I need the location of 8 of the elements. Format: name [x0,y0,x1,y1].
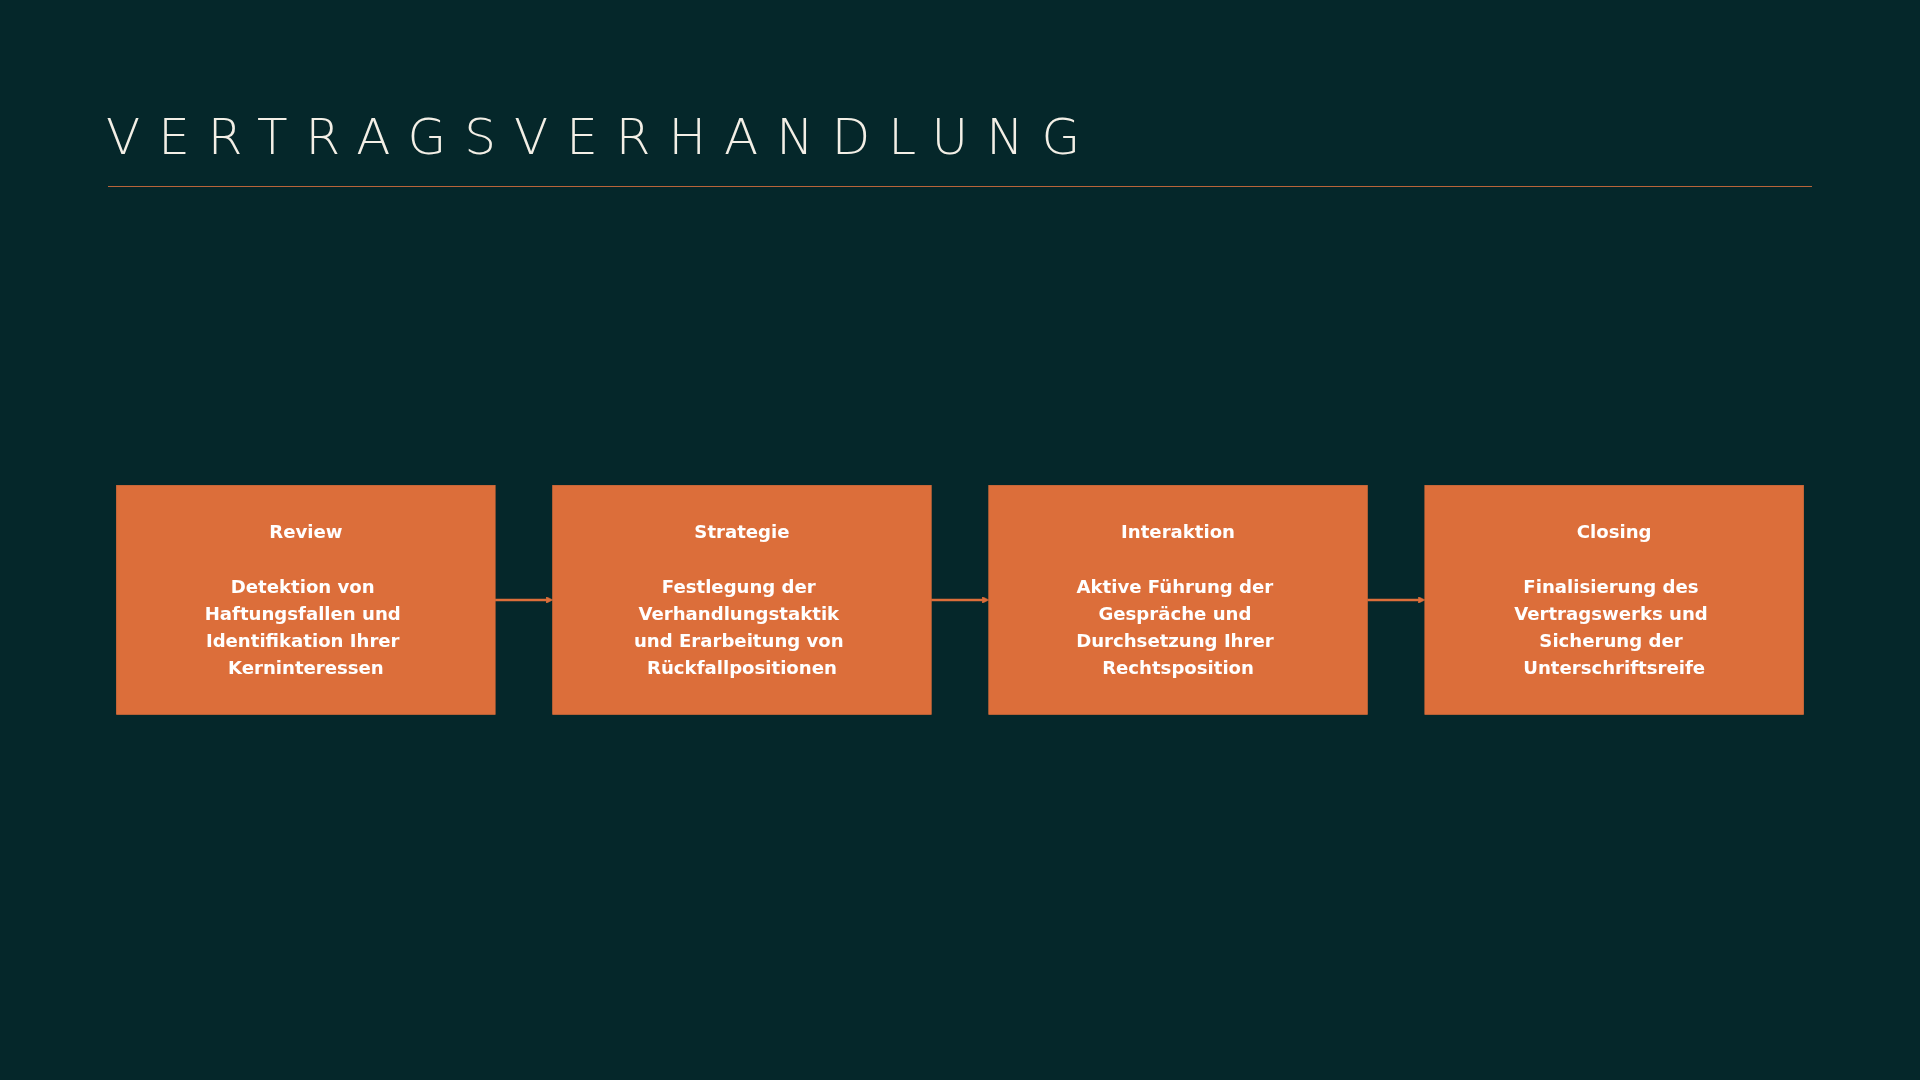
node-box: Review Detektion von Haftungsfallen und Identifikation Ihrer Kerninteressen [116,485,496,715]
node-box: Interaktion Aktive Führung der Gespräche und Durchsetzung Ihrer Rechtsposition [988,485,1368,715]
arrow [931,596,990,604]
title: VERTRAGSVERHANDLUNG [106,108,1099,166]
arrow [1367,596,1426,604]
arrow [495,596,554,604]
node-box: Strategie Festlegung der Verhandlungstaktik und Erarbeitung von Rückfallpositionen [552,485,932,715]
node-box: Closing Finalisierung des Vertragswerks und Sicherung der Unterschriftsreife [1424,485,1804,715]
